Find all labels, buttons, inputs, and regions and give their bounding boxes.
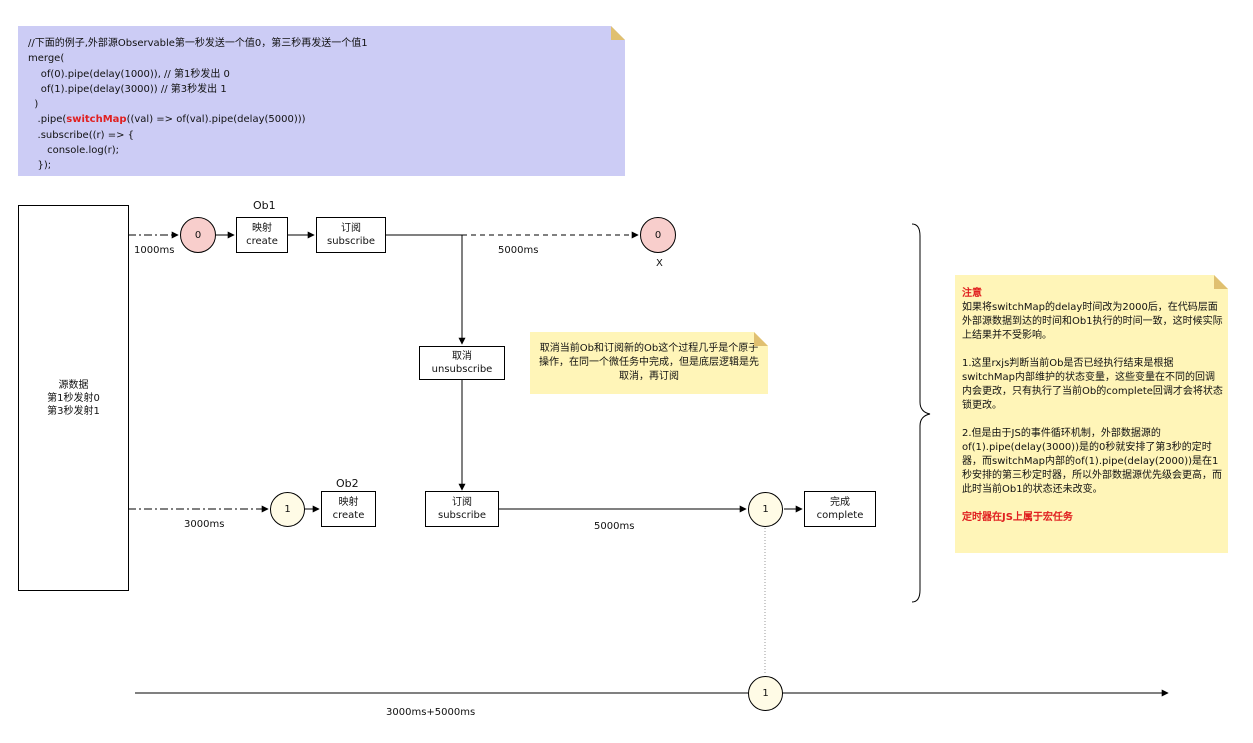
- code-note-fold-icon: [611, 26, 625, 40]
- ob2-label: Ob2: [336, 477, 359, 490]
- box-line: unsubscribe: [431, 364, 493, 375]
- box-line: create: [246, 236, 278, 247]
- code-block: //下面的例子,外部源Observable第一秒发送一个值0，第三秒再发送一个值…: [28, 36, 368, 174]
- box-line: 订阅: [341, 223, 361, 234]
- row2-circle-out: 1: [748, 492, 783, 527]
- box-line: complete: [816, 510, 864, 521]
- source-box-line: 第1秒发射0: [47, 392, 100, 404]
- row1-map-box: 映射 create: [236, 217, 288, 253]
- row2-inner-delay-label: 5000ms: [594, 521, 635, 532]
- box-line: 取消: [452, 351, 472, 362]
- code-line: //下面的例子,外部源Observable第一秒发送一个值0，第三秒再发送一个值…: [28, 38, 368, 49]
- row2-subscribe-box: 订阅 subscribe: [425, 491, 499, 527]
- row2-delay-label: 3000ms: [184, 519, 225, 530]
- code-line: .pipe(: [28, 114, 67, 126]
- box-line: 映射: [252, 223, 272, 234]
- timeline-label: 3000ms+5000ms: [386, 707, 476, 718]
- circle-value: 0: [654, 229, 662, 241]
- center-note-text: 取消当前Ob和订阅新的Ob这个过程几乎是个原子操作，在同一个微任务中完成，但是底…: [539, 343, 759, 382]
- box-line: 订阅: [452, 497, 472, 508]
- code-line: console.log(r);: [28, 145, 119, 157]
- side-note-paragraph: 1.这里rxjs判断当前Ob是否已经执行结束是根据switchMap内部维护的状…: [962, 358, 1223, 411]
- curly-brace: [911, 223, 931, 603]
- side-note-title: 注意: [962, 288, 982, 299]
- row2-circle-in: 1: [270, 492, 305, 527]
- code-line: merge(: [28, 53, 65, 65]
- box-line: subscribe: [438, 510, 486, 521]
- complete-box: 完成 complete: [804, 491, 876, 527]
- side-note-fold-icon: [1214, 275, 1228, 289]
- unsubscribe-box: 取消 unsubscribe: [419, 346, 505, 380]
- row1-inner-delay-label: 5000ms: [498, 245, 539, 256]
- code-line: ((val) => of(val).pipe(delay(5000))): [126, 114, 306, 126]
- row2-map-box: 映射 create: [321, 491, 376, 527]
- code-note: //下面的例子,外部源Observable第一秒发送一个值0，第三秒再发送一个值…: [18, 26, 625, 176]
- code-line: of(1).pipe(delay(3000)) // 第3秒发出 1: [28, 83, 227, 95]
- box-line: subscribe: [327, 236, 375, 247]
- box-line: 映射: [338, 497, 359, 508]
- center-note: 取消当前Ob和订阅新的Ob这个过程几乎是个原子操作，在同一个微任务中完成，但是底…: [530, 332, 768, 394]
- code-line: });: [28, 160, 52, 172]
- center-note-fold-icon: [754, 332, 768, 346]
- circle-value: 0: [194, 229, 202, 241]
- circle-value: 1: [762, 688, 769, 699]
- side-note-paragraph: 如果将switchMap的delay时间改为2000后，在代码层面外部源数据到达…: [962, 302, 1223, 341]
- code-line: .subscribe((r) => {: [28, 129, 135, 141]
- circle-value: 1: [762, 504, 769, 515]
- source-data-box: 源数据 第1秒发射0 第3秒发射1: [18, 205, 129, 591]
- row1-delay-label: 1000ms: [134, 245, 175, 256]
- source-box-line: 第3秒发射1: [47, 405, 100, 417]
- box-line: 完成: [830, 497, 850, 508]
- row1-subscribe-box: 订阅 subscribe: [316, 217, 386, 253]
- circle-value: 1: [284, 504, 291, 515]
- row1-circle-out: 0: [640, 217, 676, 253]
- cancel-mark: X: [656, 258, 663, 269]
- ob1-label: Ob1: [253, 199, 276, 212]
- switchmap-highlight: switchMap: [66, 114, 127, 126]
- side-note-footer: 定时器在JS上属于宏任务: [962, 512, 1073, 523]
- timeline-circle: 1: [748, 676, 783, 711]
- row1-circle-in: 0: [180, 217, 216, 253]
- side-note-paragraph: 2.但是由于JS的事件循环机制，外部数据源的of(1).pipe(delay(3…: [962, 428, 1222, 495]
- box-line: create: [332, 510, 365, 521]
- side-note: 注意 如果将switchMap的delay时间改为2000后，在代码层面外部源数…: [955, 275, 1228, 553]
- source-box-title: 源数据: [58, 379, 89, 391]
- code-line: ): [28, 99, 39, 111]
- code-line: of(0).pipe(delay(1000)), // 第1秒发出 0: [28, 68, 230, 80]
